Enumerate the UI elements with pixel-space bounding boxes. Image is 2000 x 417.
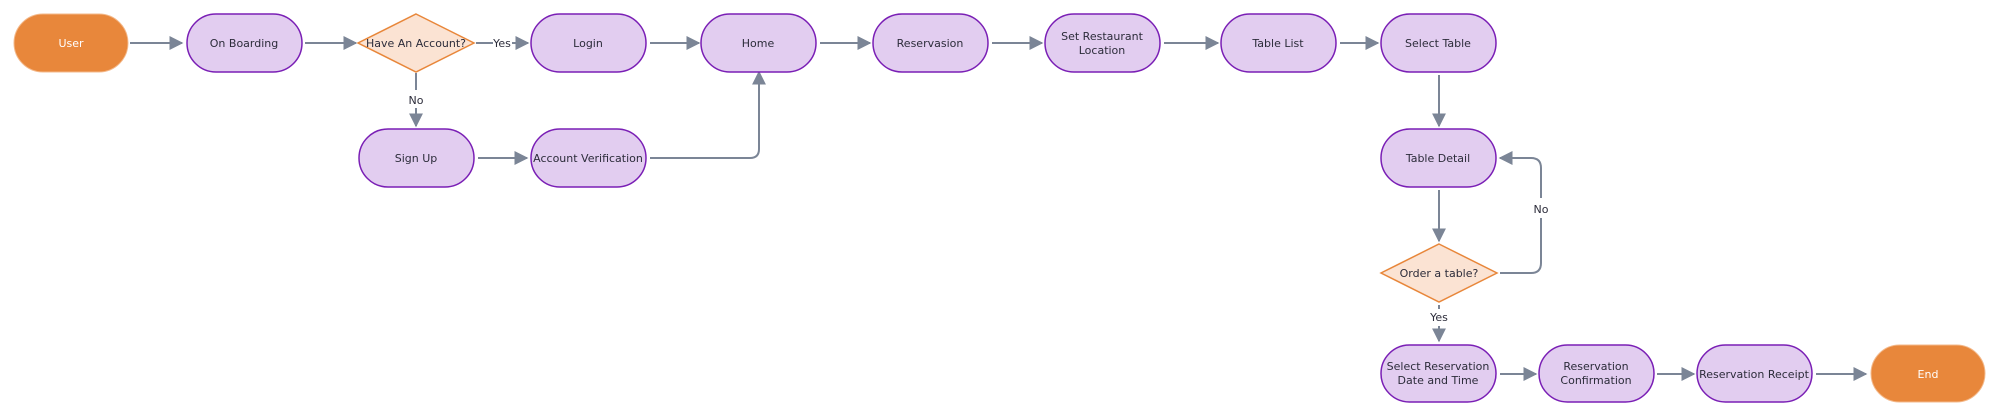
node-home-label: Home [742,37,775,50]
node-table-detail-label: Table Detail [1405,152,1470,165]
node-end[interactable]: End [1870,344,1986,403]
node-end-label: End [1918,368,1939,381]
node-select-reservation-datetime[interactable]: Select Reservation Date and Time [1380,344,1497,403]
node-have-account[interactable]: Have An Account? [356,13,476,73]
node-login-label: Login [573,37,603,50]
node-receipt-label: Reservation Receipt [1699,368,1810,381]
node-account-verification-label: Account Verification [533,152,643,165]
node-signup[interactable]: Sign Up [358,128,475,188]
edge-label-account-no: No [409,94,424,107]
process-shape [700,13,817,73]
node-set-restaurant-location[interactable]: Set Restaurant Location [1044,13,1161,73]
terminal-shape [13,13,129,73]
node-user-label: User [58,37,84,50]
node-home[interactable]: Home [700,13,817,73]
node-reservation-confirmation[interactable]: Reservation Confirmation [1538,344,1655,403]
process-shape [1380,13,1497,73]
node-user[interactable]: User [13,13,129,73]
node-account-verification[interactable]: Account Verification [530,128,647,188]
node-datetime-label-line1: Select Reservation [1387,360,1490,373]
node-onboarding-label: On Boarding [210,37,278,50]
node-confirmation-label-line1: Reservation [1563,360,1628,373]
node-select-table-label: Select Table [1405,37,1471,50]
edge-label-order-no: No [1534,203,1549,216]
edge-label-account-yes: Yes [492,37,511,50]
process-shape [1220,13,1337,73]
node-signup-label: Sign Up [395,152,438,165]
node-have-account-label: Have An Account? [366,37,466,50]
decision-shape [1379,243,1499,303]
edge-order-table-no-loop-arrow [1498,151,1542,198]
node-datetime-label-line2: Date and Time [1398,374,1479,387]
node-select-table[interactable]: Select Table [1380,13,1497,73]
node-table-list[interactable]: Table List [1220,13,1337,73]
node-reservasion-label: Reservasion [897,37,964,50]
process-shape [1380,344,1497,403]
node-reservation-receipt[interactable]: Reservation Receipt [1696,344,1813,403]
node-order-table[interactable]: Order a table? [1379,243,1499,303]
node-login[interactable]: Login [530,13,647,73]
edge-order-table-no-loop [1500,218,1542,274]
process-shape [1380,128,1497,188]
process-shape [1696,344,1813,403]
decision-shape [356,13,476,73]
process-shape [1044,13,1161,73]
node-order-table-label: Order a table? [1400,267,1479,280]
terminal-shape [1870,344,1986,403]
node-set-location-label-line1: Set Restaurant [1061,30,1143,43]
edge-verification-home [650,70,766,159]
process-shape [872,13,989,73]
process-shape [530,13,647,73]
process-shape [530,128,647,188]
node-reservasion[interactable]: Reservasion [872,13,989,73]
node-set-location-label-line2: Location [1079,44,1126,57]
node-onboarding[interactable]: On Boarding [186,13,303,73]
node-confirmation-label-line2: Confirmation [1560,374,1631,387]
process-shape [358,128,475,188]
edges [130,36,1868,381]
process-shape [186,13,303,73]
edge-label-order-yes: Yes [1429,311,1448,324]
node-table-list-label: Table List [1251,37,1304,50]
node-table-detail[interactable]: Table Detail [1380,128,1497,188]
process-shape [1538,344,1655,403]
